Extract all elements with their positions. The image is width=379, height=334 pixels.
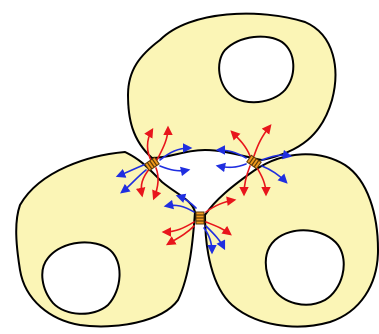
junction-center — [196, 212, 204, 224]
bottom-left-nucleus — [42, 242, 119, 313]
blue-arrow — [218, 164, 246, 167]
top-nucleus — [219, 37, 293, 103]
blue-arrow — [160, 166, 188, 171]
bottom-right-nucleus — [266, 230, 344, 304]
